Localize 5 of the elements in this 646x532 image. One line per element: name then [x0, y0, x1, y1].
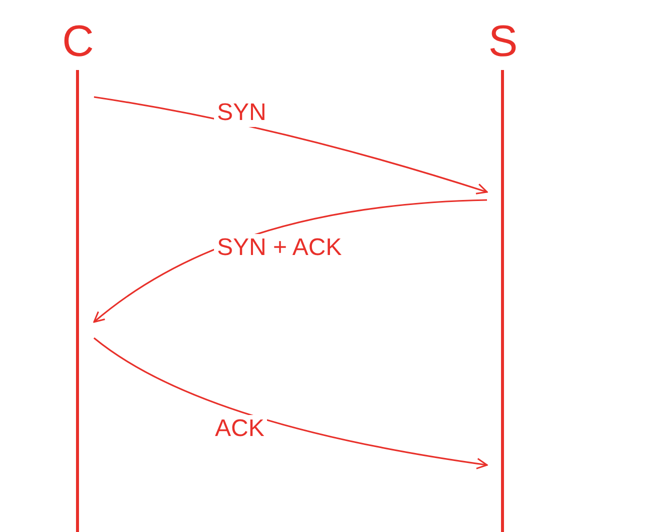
participant-label: S — [488, 18, 518, 66]
arrow — [94, 337, 488, 470]
arrow — [94, 96, 488, 194]
arrow — [93, 199, 488, 323]
participant-label: C — [62, 18, 94, 66]
